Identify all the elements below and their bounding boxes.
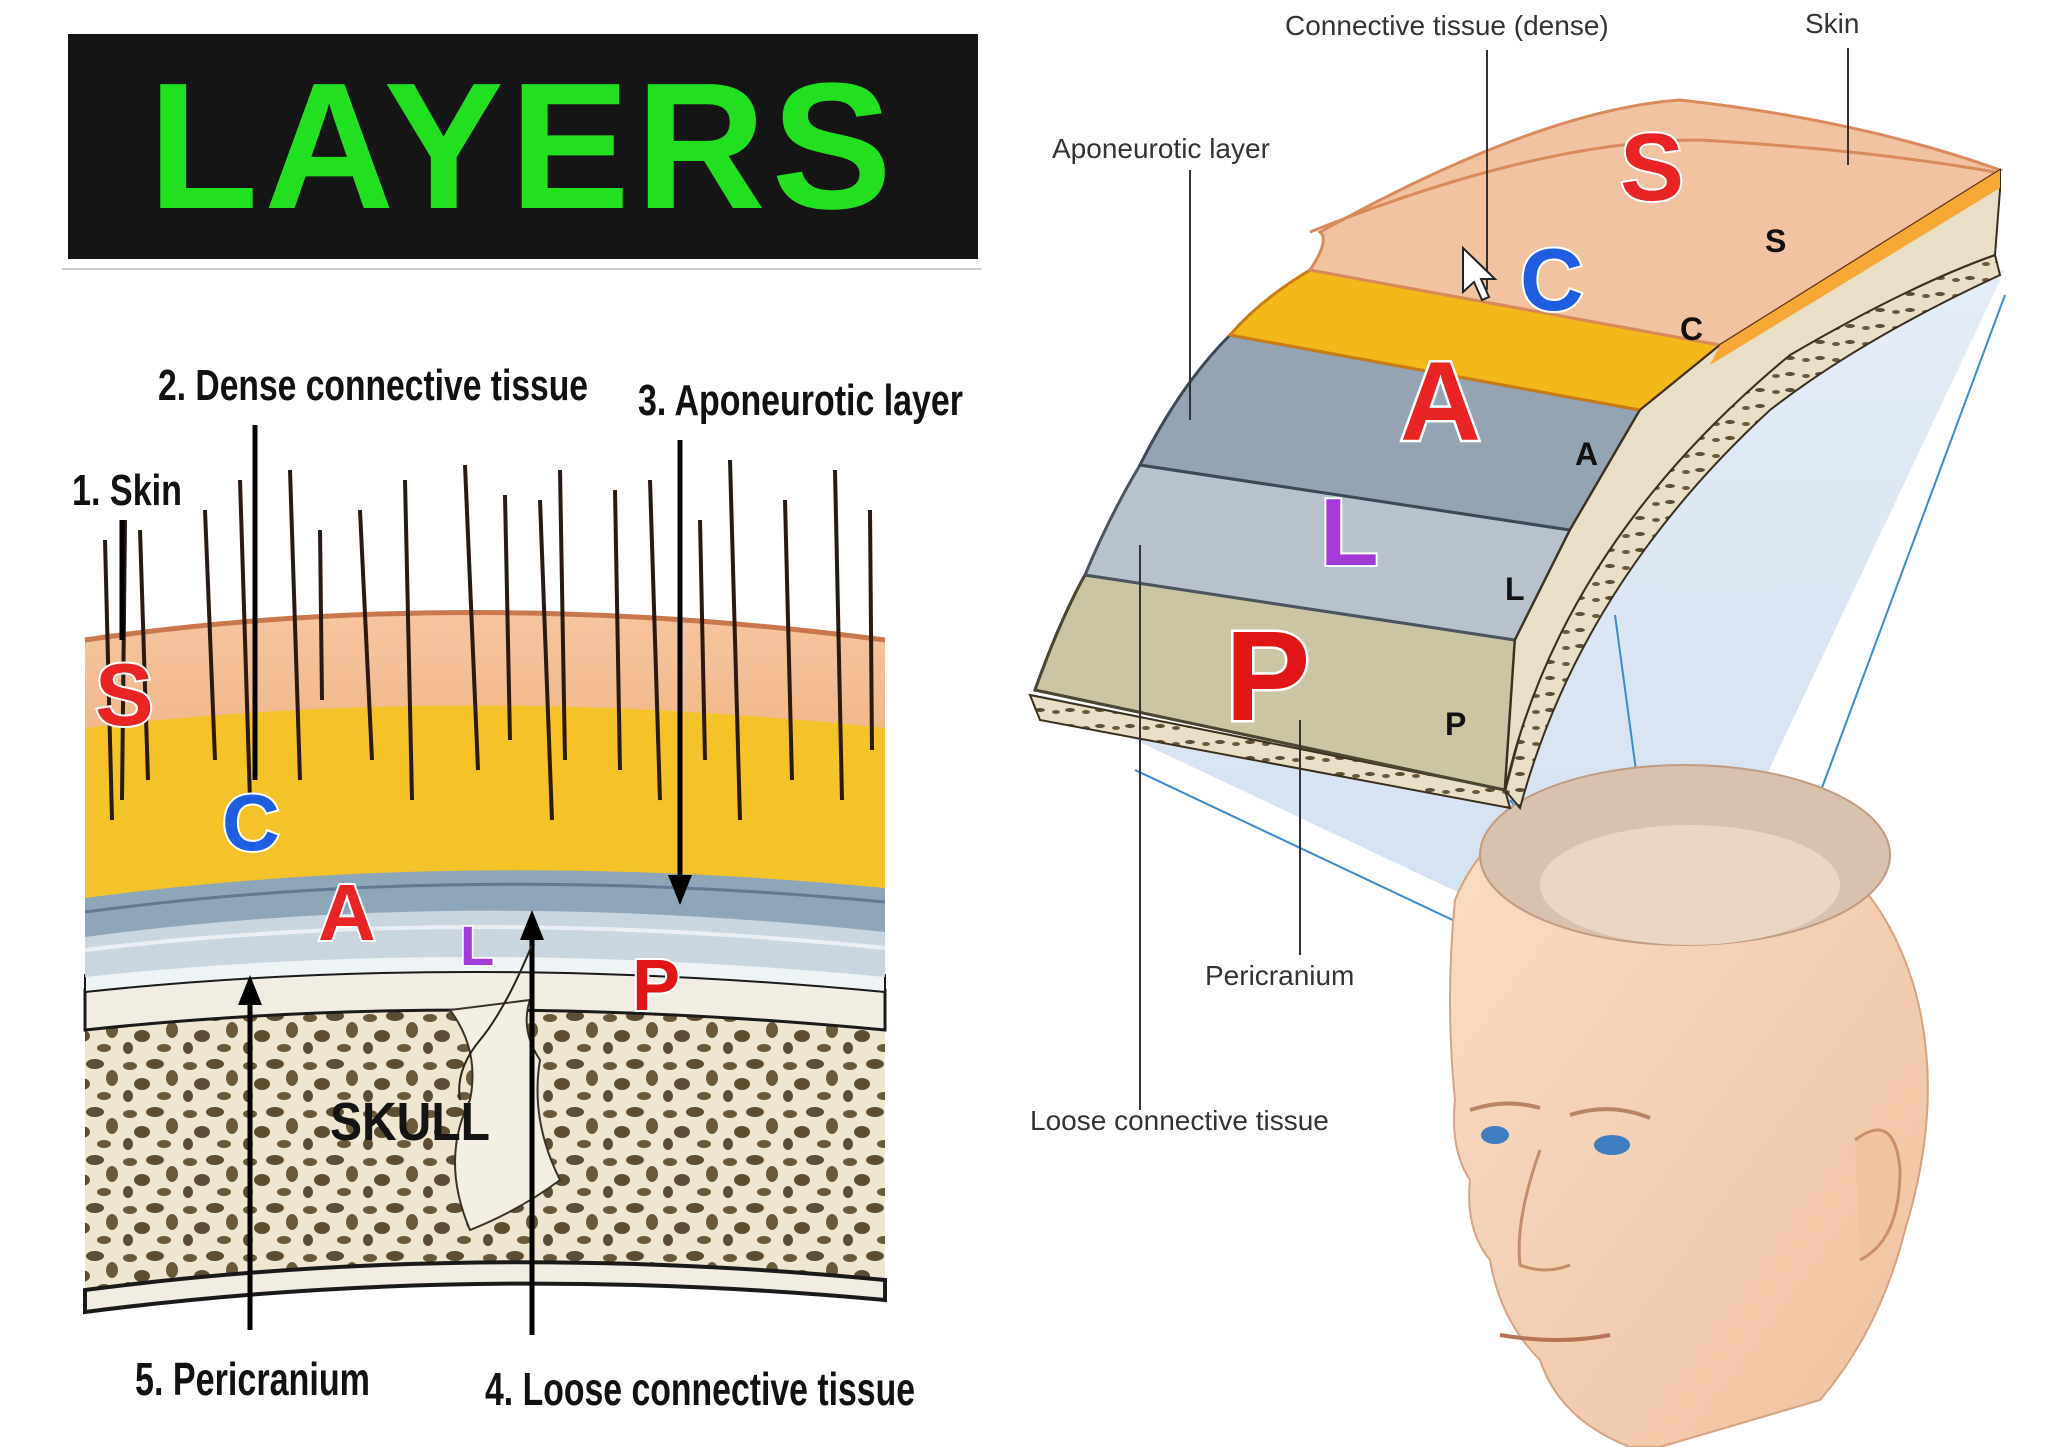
right-bone-layer (1028, 693, 1512, 810)
right-small-l: L (1505, 571, 1525, 607)
brow-right (1569, 1107, 1651, 1120)
left-letter-p: P (632, 946, 680, 1026)
page-title: LAYERS (148, 46, 898, 247)
left-aponeurotic-stripe (84, 882, 886, 914)
right-small-a: A (1575, 436, 1598, 472)
right-small-c: C (1680, 311, 1703, 347)
loose-tissue-pointer (458, 944, 533, 1101)
left-arrowheads (238, 875, 692, 1005)
eye-left (1481, 1126, 1509, 1144)
title-divider (62, 268, 982, 270)
title-banner: LAYERS (68, 34, 978, 259)
left-loose-band (85, 908, 885, 977)
label-pericranium-right: Pericranium (1205, 960, 1354, 991)
right-leader-lines (1139, 48, 1849, 1110)
mouth (1499, 1333, 1611, 1342)
label-skin: 1. Skin (72, 466, 182, 515)
label-skull: SKULL (330, 1092, 490, 1152)
ear (1854, 1128, 1902, 1262)
hair-shafts (103, 459, 874, 821)
skull-inner-table (83, 1260, 887, 1315)
right-letter-l: L (1320, 479, 1379, 586)
head-illustration (1449, 764, 1929, 1447)
label-skin-right: Skin (1805, 8, 1859, 39)
label-dense-connective: 2. Dense connective tissue (158, 361, 588, 410)
mouse-cursor-icon (1462, 245, 1498, 302)
right-side-dense-strip (1710, 170, 2000, 365)
left-loose-stripe (84, 924, 886, 952)
left-dense-band (85, 702, 885, 898)
right-letter-a: A (1400, 339, 1481, 464)
nose (1517, 1149, 1571, 1272)
right-3d-diagram: Connective tissue (dense) Skin Aponeurot… (1028, 8, 2006, 1447)
left-letter-a: A (318, 868, 376, 957)
left-letter-s: S (95, 645, 154, 744)
eye-right (1594, 1135, 1630, 1155)
left-leader-lines (119, 425, 683, 1335)
label-aponeurotic-right: Aponeurotic layer (1052, 133, 1270, 164)
label-connective-dense: Connective tissue (dense) (1285, 10, 1609, 41)
left-letter-c: C (222, 778, 280, 867)
left-cross-section: 1. Skin 2. Dense connective tissue 3. Ap… (72, 361, 963, 1415)
right-side-faces (1504, 168, 2001, 791)
right-letter-s: S (1620, 114, 1684, 221)
scalp-window-inner (1540, 825, 1840, 945)
label-pericranium: 5. Pericranium (135, 1353, 370, 1405)
label-loose-right: Loose connective tissue (1030, 1105, 1329, 1136)
left-skin-band (85, 612, 885, 728)
left-letter-l: L (460, 914, 494, 977)
brow (1469, 1101, 1541, 1112)
right-small-s: S (1765, 223, 1786, 259)
label-loose-connective: 4. Loose connective tissue (485, 1363, 915, 1415)
right-letter-c: C (1520, 230, 1584, 329)
right-small-p: P (1445, 706, 1466, 742)
right-letter-p: P (1225, 605, 1310, 748)
right-skin-edge (1309, 138, 1996, 234)
label-aponeurotic: 3. Aponeurotic layer (638, 376, 963, 425)
